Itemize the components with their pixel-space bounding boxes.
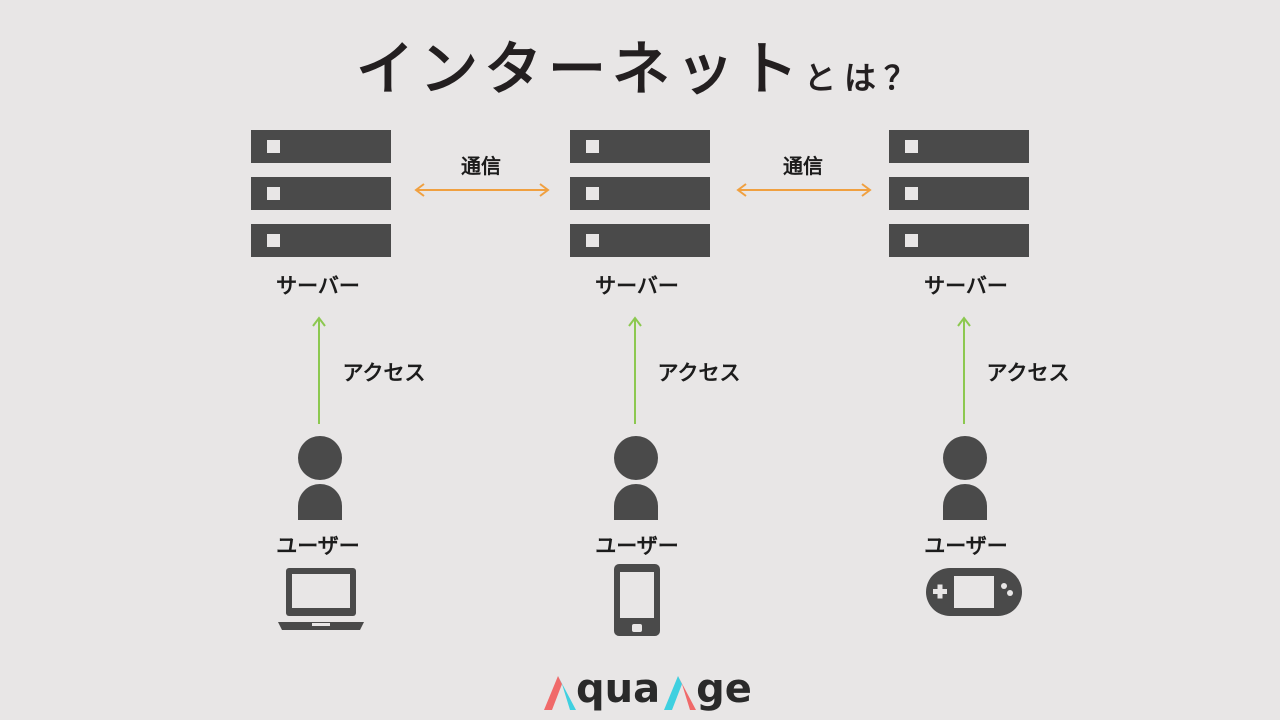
server-icon — [570, 130, 710, 258]
user-label: ユーザー — [276, 534, 360, 558]
page-title: インターネットとは？ — [0, 22, 1280, 106]
aquaage-logo: qua ge — [540, 656, 752, 712]
logo-a-mark — [544, 676, 576, 710]
title-suffix: とは？ — [804, 59, 925, 97]
communication-label: 通信 — [461, 154, 501, 178]
server-label: サーバー — [276, 274, 360, 298]
logo-a-mark — [664, 676, 697, 710]
server-icon — [889, 130, 1029, 258]
access-label: アクセス — [342, 361, 426, 385]
user-label: ユーザー — [924, 534, 1008, 558]
logo-text-right: ge — [696, 666, 752, 712]
title-main: インターネット — [355, 35, 804, 103]
server-label: サーバー — [595, 274, 679, 298]
communication-arrow — [736, 183, 872, 197]
access-label: アクセス — [657, 361, 741, 385]
server-icon — [251, 130, 391, 258]
user-icon — [941, 436, 991, 520]
logo-text-left: qua — [576, 666, 661, 712]
smartphone-icon — [614, 564, 660, 636]
user-icon — [612, 436, 662, 520]
laptop-icon — [278, 568, 364, 630]
communication-label: 通信 — [783, 154, 823, 178]
user-label: ユーザー — [595, 534, 679, 558]
access-label: アクセス — [986, 361, 1070, 385]
access-arrow — [628, 316, 642, 424]
access-arrow — [312, 316, 326, 424]
communication-arrow — [414, 183, 550, 197]
user-icon — [296, 436, 346, 520]
access-arrow — [957, 316, 971, 424]
server-label: サーバー — [924, 274, 1008, 298]
game-console-icon — [926, 568, 1022, 616]
